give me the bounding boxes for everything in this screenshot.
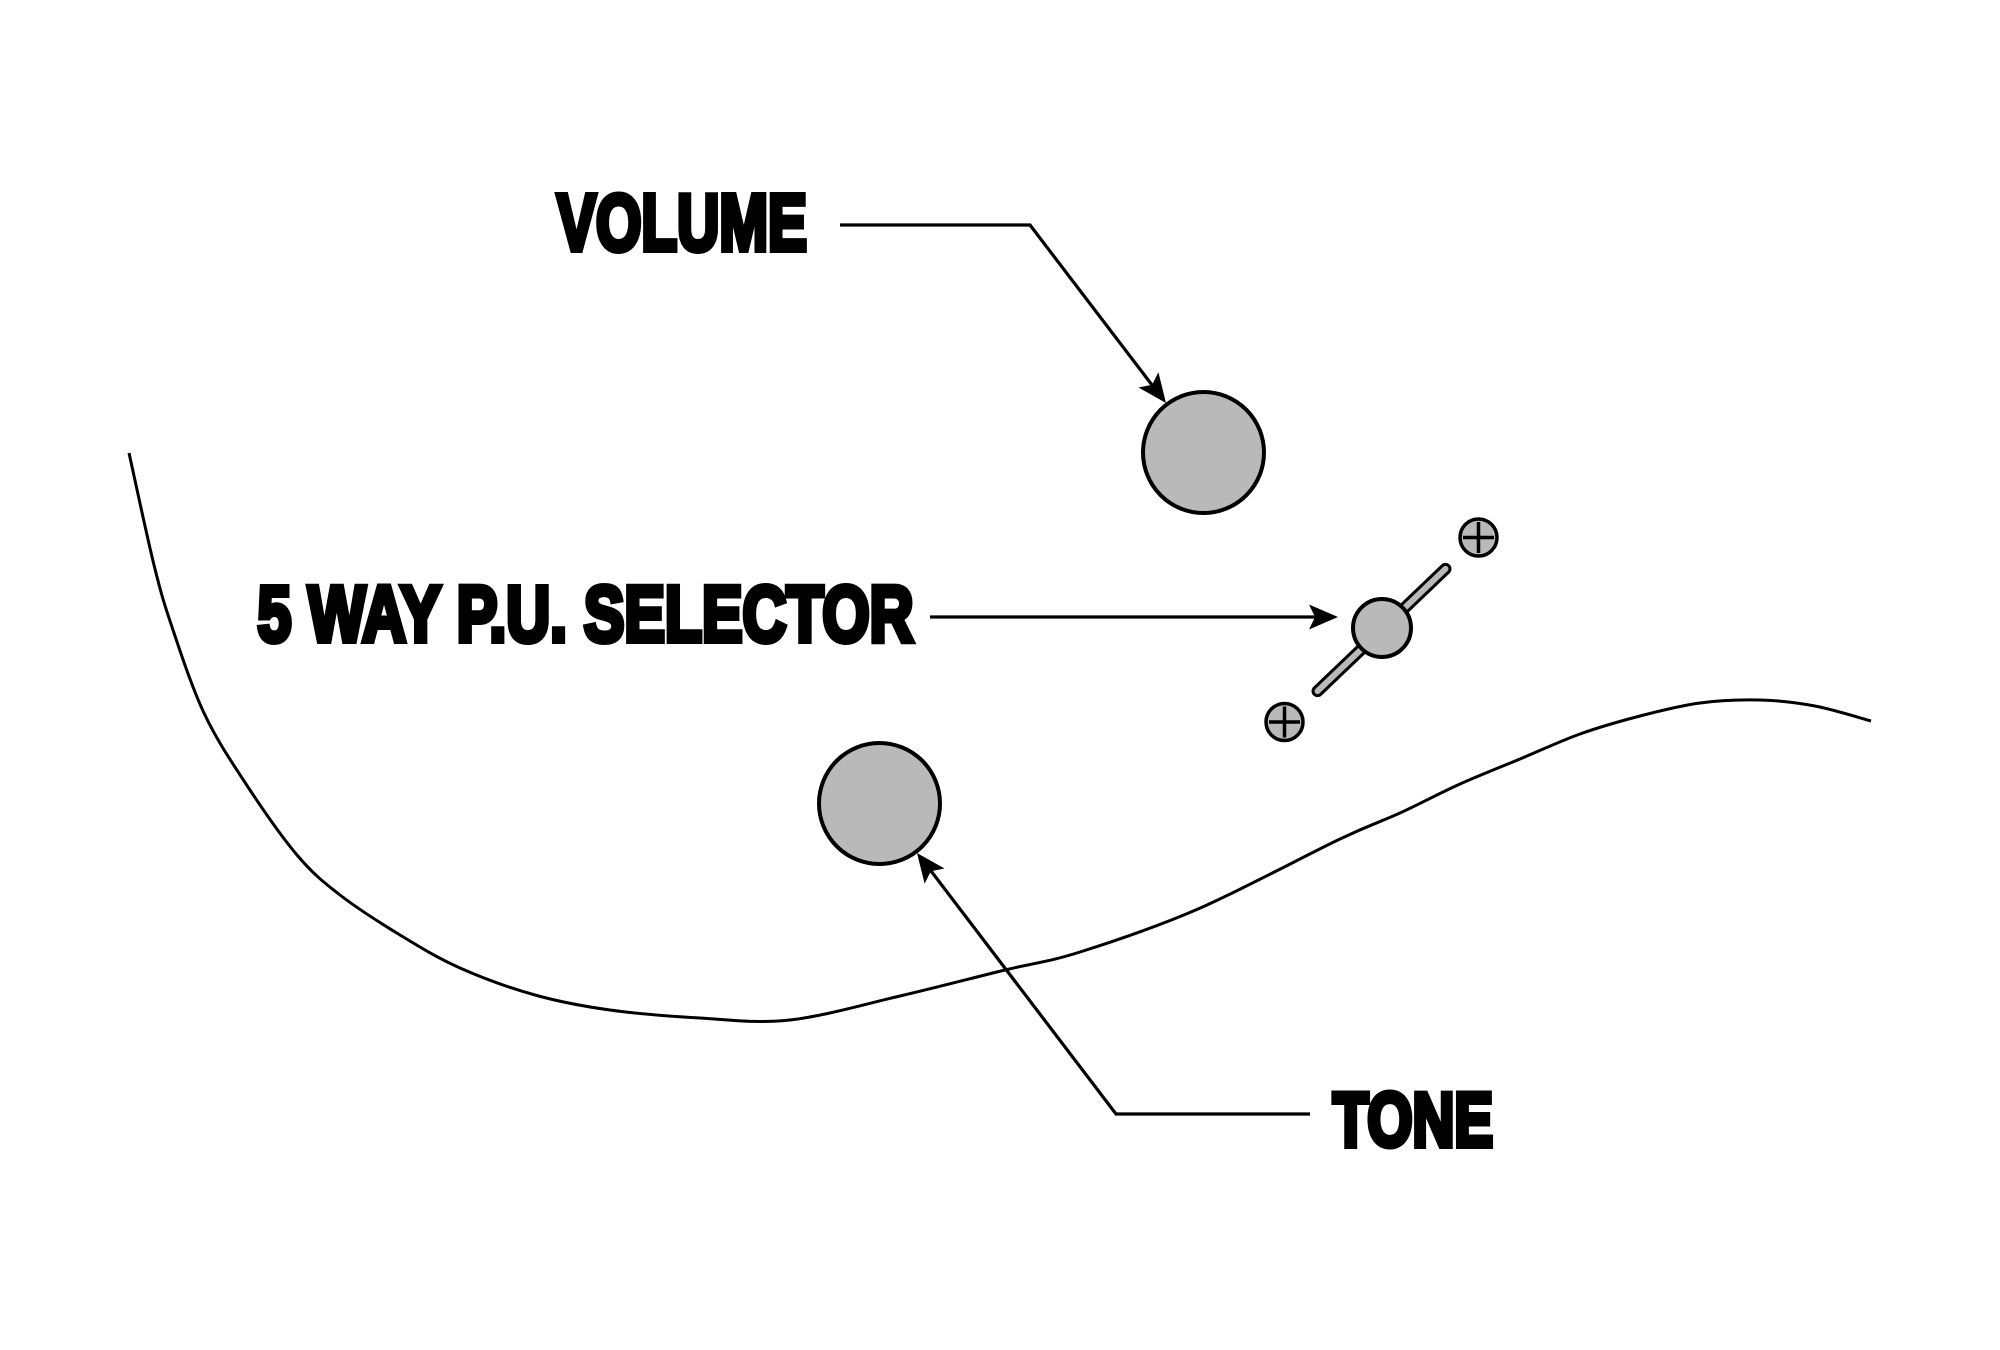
svg-text:TONE: TONE — [1333, 1078, 1493, 1163]
svg-text:5 WAY P.U. SELECTOR: 5 WAY P.U. SELECTOR — [258, 570, 914, 658]
svg-text:VOLUME: VOLUME — [557, 178, 807, 267]
